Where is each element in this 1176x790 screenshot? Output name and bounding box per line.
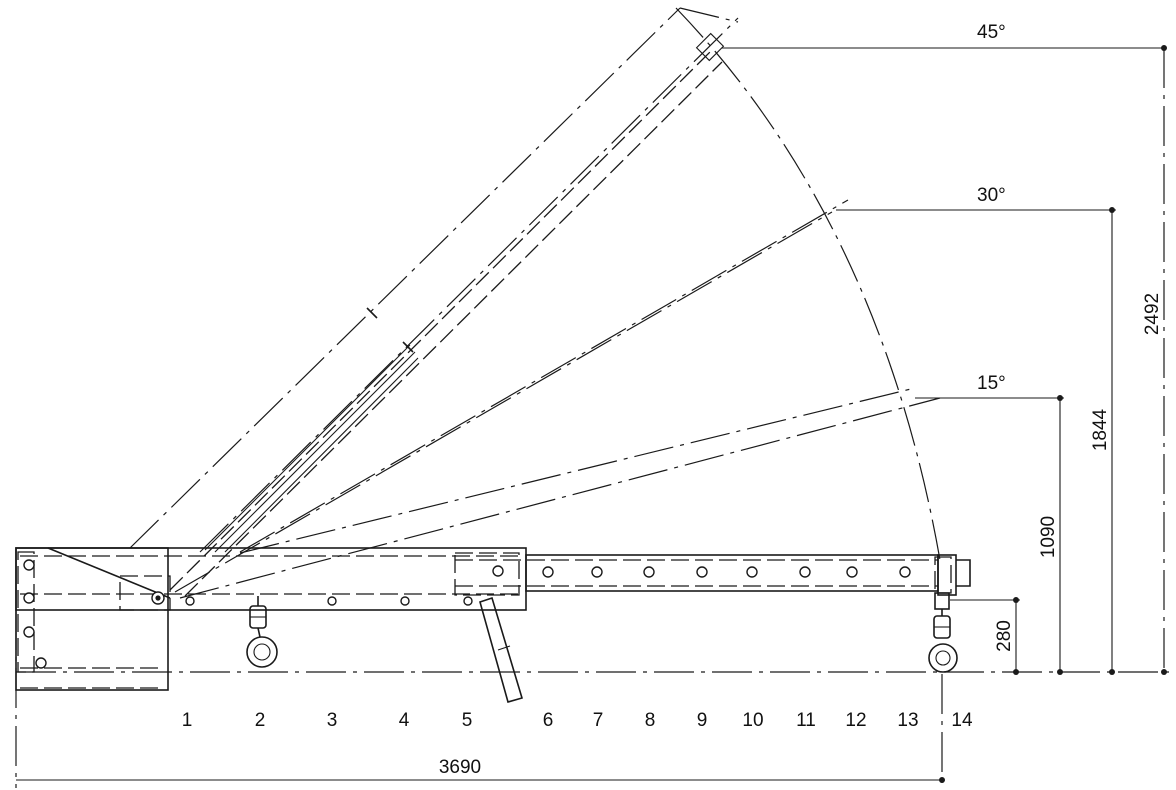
overall-length-label: 3690	[439, 757, 481, 778]
inner-section-holes	[542, 566, 911, 578]
position-label: 3	[327, 710, 338, 731]
position-labels: 1 2 3 4 5 6 7 8 9 10 11 12 13 14	[182, 710, 973, 731]
outer-section-holes	[185, 565, 504, 606]
baseline	[15, 610, 1170, 788]
height-label-1844: 1844	[1090, 408, 1111, 451]
position-label: 8	[645, 710, 656, 731]
position-label: 9	[697, 710, 708, 731]
position-label: 4	[399, 710, 410, 731]
angle-label-30: 30°	[977, 185, 1006, 206]
pivot-pin	[151, 591, 165, 605]
angle-label-45: 45°	[977, 22, 1006, 43]
height-labels: 2492 1844 1090 280	[994, 293, 1163, 652]
position-label: 6	[543, 710, 554, 731]
angle-label-15: 15°	[977, 373, 1006, 394]
dimension-lines	[16, 45, 1167, 786]
hook-icon	[928, 592, 958, 673]
position-label: 10	[742, 710, 763, 731]
inclined-boom-positions	[129, 7, 941, 599]
hook-icon	[246, 596, 278, 668]
position-label: 5	[462, 710, 473, 731]
height-label-280: 280	[994, 620, 1015, 652]
position-label: 7	[593, 710, 604, 731]
position-label: 13	[897, 710, 918, 731]
angle-labels: 45° 30° 15°	[977, 22, 1006, 394]
support-leg	[479, 596, 523, 703]
mast-holes	[23, 559, 47, 669]
position-label: 2	[255, 710, 266, 731]
main-boom	[15, 547, 971, 691]
height-label-1090: 1090	[1038, 516, 1059, 558]
position-label: 11	[796, 710, 816, 731]
position-label: 1	[182, 710, 193, 731]
position-label: 14	[951, 710, 973, 731]
height-label-2492: 2492	[1142, 293, 1163, 335]
position-label: 12	[845, 710, 866, 731]
